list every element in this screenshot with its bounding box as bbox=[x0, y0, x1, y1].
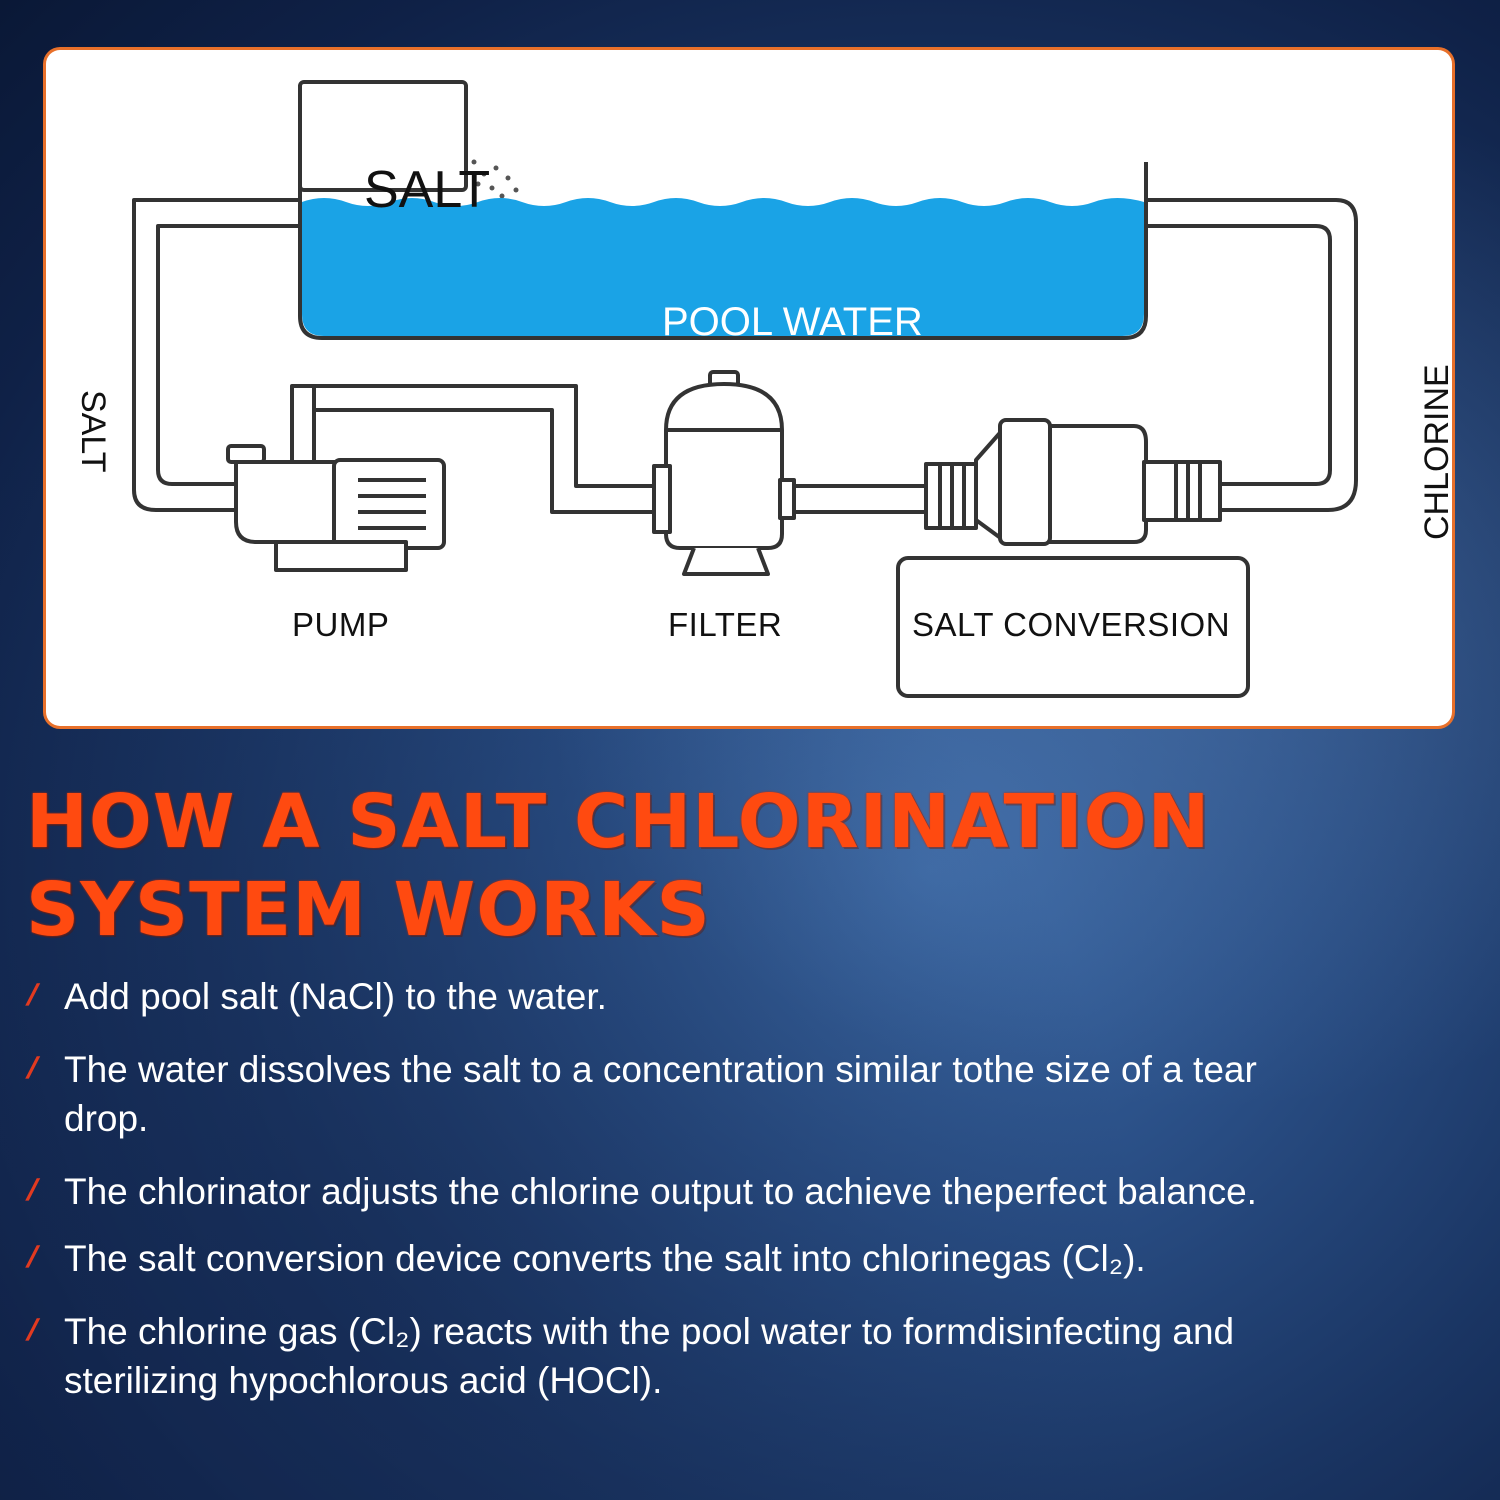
list-item: / The chlorinator adjusts the chlorine o… bbox=[22, 1167, 1454, 1216]
step-text: The chlorine gas (Cl₂) reacts with the p… bbox=[64, 1311, 1235, 1401]
salt-conversion-cell bbox=[924, 418, 1222, 546]
left-pipe-inner bbox=[156, 224, 300, 486]
right-pipe-inner bbox=[1146, 224, 1332, 486]
slash-icon: / bbox=[22, 979, 42, 1012]
pool-water-label: POOL WATER bbox=[662, 300, 923, 344]
salt-grains bbox=[471, 159, 519, 199]
title-line-2: SYSTEM WORKS bbox=[26, 867, 711, 953]
pool-water bbox=[302, 198, 1144, 336]
salt-conversion-label: SALT CONVERSION bbox=[912, 606, 1231, 643]
left-pipe-label: SALT bbox=[74, 390, 112, 473]
slash-icon: / bbox=[22, 1241, 42, 1274]
slash-icon: / bbox=[22, 1174, 42, 1207]
step-text: Add pool salt (NaCl) to the water. bbox=[64, 976, 607, 1017]
list-item: / Add pool salt (NaCl) to the water. bbox=[22, 972, 1454, 1021]
filter-label: FILTER bbox=[668, 606, 783, 643]
pool-basin bbox=[298, 162, 1148, 340]
step-text: The salt conversion device converts the … bbox=[64, 1238, 1146, 1279]
salt-box-label: SALT bbox=[364, 161, 491, 219]
list-item: / The chlorine gas (Cl₂) reacts with the… bbox=[22, 1307, 1454, 1405]
step-text: The water dissolves the salt to a concen… bbox=[64, 1049, 1257, 1139]
pump-filter-pipe-inner bbox=[316, 408, 658, 514]
filter bbox=[652, 370, 796, 576]
diagram-panel: SALT POOL WATER SALT CHLORINE PUMP FILTE… bbox=[46, 50, 1456, 726]
right-pipe-label: CHLORINE bbox=[1418, 364, 1456, 540]
salt-conversion-box bbox=[896, 556, 1250, 698]
left-pipe bbox=[132, 198, 300, 512]
slash-icon: / bbox=[22, 1314, 42, 1347]
pump-label: PUMP bbox=[292, 606, 390, 643]
list-item: / The salt conversion device converts th… bbox=[22, 1234, 1454, 1283]
title-line-1: HOW A SALT CHLORINATION bbox=[26, 779, 1211, 865]
slash-icon: / bbox=[22, 1052, 42, 1085]
system-diagram bbox=[132, 80, 1358, 698]
steps-list: / Add pool salt (NaCl) to the water. / T… bbox=[22, 972, 1454, 1405]
page-title: HOW A SALT CHLORINATION SYSTEM WORKS bbox=[26, 778, 1426, 954]
right-pipe bbox=[1146, 198, 1358, 512]
pump bbox=[226, 384, 446, 572]
step-text: The chlorinator adjusts the chlorine out… bbox=[64, 1171, 1257, 1212]
list-item: / The water dissolves the salt to a conc… bbox=[22, 1045, 1454, 1143]
salt-box bbox=[298, 80, 468, 192]
pump-filter-pipe bbox=[292, 384, 658, 488]
